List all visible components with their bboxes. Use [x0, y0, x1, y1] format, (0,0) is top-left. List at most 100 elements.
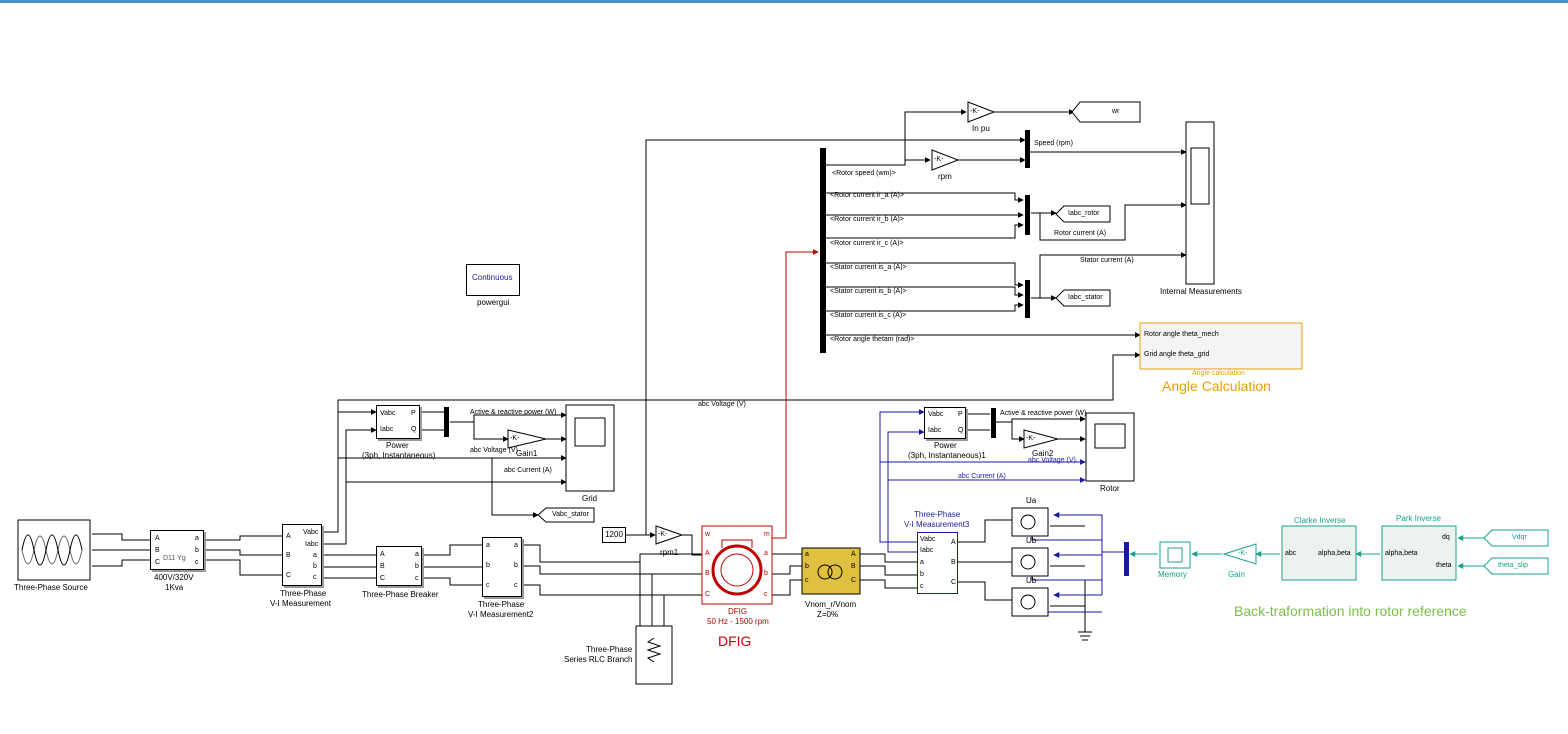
- vi-measurement-2[interactable]: a b c a b c: [482, 537, 522, 597]
- power2-label-a: Power: [934, 441, 957, 450]
- power2-mux[interactable]: [991, 408, 996, 438]
- clarke-title: Clarke Inverse: [1294, 516, 1346, 525]
- port-a-out: a: [514, 542, 518, 549]
- xfmr2-port-A: A: [851, 551, 856, 558]
- port-iabc: Iabc: [305, 541, 319, 548]
- transformer-winding-icon: D11 Yg: [163, 555, 186, 562]
- green-gain-k: -K-: [1238, 550, 1248, 557]
- port-iabc: Iabc: [380, 426, 394, 433]
- port-b: b: [920, 571, 924, 578]
- source-label: Three-Phase Source: [14, 583, 88, 592]
- xfmr2-port-B: B: [851, 563, 856, 570]
- rotor-transformer[interactable]: [801, 547, 861, 595]
- port-b-out: b: [514, 562, 518, 569]
- port-a: a: [415, 551, 419, 558]
- xfmr2-port-a: a: [805, 551, 809, 558]
- green-gain[interactable]: [1222, 543, 1257, 565]
- rpm1-label: rpm1: [660, 548, 679, 557]
- angle-in-2: Grid angle theta_grid: [1144, 351, 1210, 358]
- port-C: C: [380, 575, 386, 582]
- sig-abc-current-1: abc Current (A): [504, 467, 552, 474]
- vi1-label-a: Three-Phase: [280, 589, 327, 598]
- port-a: a: [486, 542, 490, 549]
- sig-abc-voltage-top: abc Voltage (V): [698, 401, 746, 408]
- port-B: B: [155, 547, 160, 554]
- gain1-label: Gain1: [516, 449, 538, 458]
- memory-label: Memory: [1158, 570, 1187, 579]
- port-c-out: c: [514, 582, 518, 589]
- angle-calculation-block[interactable]: [1139, 322, 1303, 370]
- inpu-gain[interactable]: [967, 101, 996, 123]
- rlc-branch[interactable]: [635, 625, 673, 685]
- gain2-label: Gain2: [1032, 449, 1054, 458]
- port-a: a: [313, 552, 317, 559]
- xfmr2-label-a: Vnom_r/Vnom: [805, 600, 857, 609]
- constant-1200[interactable]: 1200: [602, 527, 626, 543]
- port-Q: Q: [958, 427, 964, 434]
- angle-calc-small-label: Angle calculation: [1192, 370, 1245, 377]
- port-iabc: Iabc: [928, 427, 942, 434]
- sig-ir-c: <Rotor current ir_c (A)>: [830, 240, 904, 247]
- rotor-current-mux[interactable]: [1025, 195, 1030, 235]
- port-a: a: [195, 535, 199, 542]
- xfmr2-port-b: b: [805, 563, 809, 570]
- dfig-port-a: a: [764, 550, 768, 557]
- iabc-rotor-goto[interactable]: [1055, 205, 1111, 223]
- sig-abc-current-2: abc Current (A): [958, 473, 1006, 480]
- rpm1-gain[interactable]: [655, 525, 684, 545]
- grid-scope-label: Grid: [582, 494, 598, 503]
- xfmr2-port-c: c: [805, 577, 809, 584]
- sig-speed-rpm: Speed (rpm): [1034, 140, 1073, 147]
- voltage-demux[interactable]: [1124, 542, 1129, 576]
- sig-thetam: <Rotor angle thetam (rad)>: [830, 336, 915, 343]
- powergui-block[interactable]: Continuous: [466, 264, 520, 296]
- sig-ir-b: <Rotor current ir_b (A)>: [830, 216, 904, 223]
- back-transformation-caption: Back-traformation into rotor reference: [1234, 603, 1467, 619]
- vi-measurement-3[interactable]: Vabc Iabc a b c A B C: [917, 532, 958, 594]
- power1-mux[interactable]: [444, 407, 449, 437]
- rpm-gain[interactable]: [931, 149, 960, 171]
- window-top-border: [0, 0, 1568, 3]
- iabc-stator-goto[interactable]: [1055, 289, 1111, 307]
- sig-abc-voltage-2: abc Voltage (V): [1028, 457, 1076, 464]
- vi-measurement-1[interactable]: A B C Vabc Iabc a b c: [282, 524, 322, 586]
- power-block-2[interactable]: Vabc Iabc P Q: [924, 407, 966, 439]
- power-block-1[interactable]: Vabc Iabc P Q: [376, 405, 420, 439]
- port-c: c: [920, 583, 924, 590]
- dfig-machine[interactable]: [701, 525, 773, 605]
- transformer-sublabel: 1Kva: [165, 583, 184, 592]
- transformer-label: 400V/320V: [154, 573, 194, 582]
- dfig-port-m: m: [764, 531, 770, 538]
- port-vabc: Vabc: [380, 410, 396, 417]
- power1-label-b: (3ph, Instantaneous): [362, 451, 436, 460]
- ub-label-2: Ub: [1026, 576, 1037, 585]
- controlled-voltage-sources: [1011, 507, 1049, 617]
- sig-is-a: <Stator current is_a (A)>: [830, 264, 907, 271]
- sig-abc-voltage-1: abc Voltage (V): [470, 447, 518, 454]
- vabc-stator-goto[interactable]: [537, 507, 595, 523]
- dfig-title: DFIG: [718, 633, 752, 649]
- port-b: b: [486, 562, 490, 569]
- port-b: b: [415, 563, 419, 570]
- gain1-block[interactable]: [507, 429, 547, 449]
- stator-current-mux[interactable]: [1025, 280, 1030, 318]
- theta-slip-label: theta_slip: [1498, 562, 1528, 569]
- sig-active-reactive-2: Active & reactive power (W): [1000, 410, 1087, 417]
- gain2-block[interactable]: [1023, 429, 1060, 449]
- theta-slip-from[interactable]: [1483, 557, 1549, 575]
- gain-triangles: [507, 101, 1060, 545]
- wr-goto[interactable]: [1071, 101, 1141, 123]
- port-iabc: Iabc: [920, 547, 934, 554]
- vdqr-label: Vdqr: [1512, 534, 1527, 541]
- power-lines: [92, 519, 1092, 641]
- port-vabc: Vabc: [928, 411, 944, 418]
- port-vabc: Vabc: [920, 536, 936, 543]
- grid-transformer[interactable]: A B C a b c D11 Yg: [150, 530, 204, 570]
- speed-mux[interactable]: [1025, 130, 1030, 168]
- three-phase-breaker[interactable]: A B C a b c: [376, 546, 422, 586]
- port-B: B: [286, 552, 291, 559]
- bus-selector[interactable]: [820, 148, 826, 353]
- vdqr-from[interactable]: [1483, 529, 1549, 547]
- sig-stator-current: Stator current (A): [1080, 257, 1134, 264]
- rlc-label-b: Series RLC Branch: [564, 655, 633, 664]
